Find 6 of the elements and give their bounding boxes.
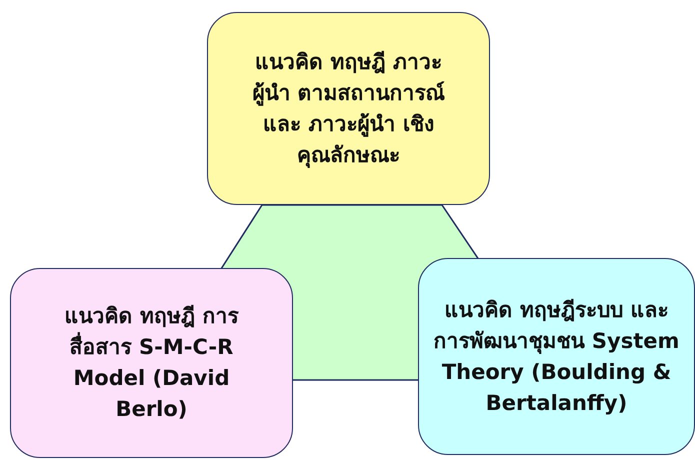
- box-text: แนวคิด ทฤษฎี ภาวะผู้นำ ตามสถานการณ์ และ ภาวะผู้นำ เชิงคุณลักษณะ: [251, 48, 446, 170]
- rounded-box: [418, 258, 695, 455]
- box-text: แนวคิด ทฤษฎี การสื่อสาร S-M-C-R Model (David Berlo): [64, 303, 240, 423]
- rounded-box: [207, 12, 490, 205]
- rounded-box: [10, 268, 293, 458]
- box-text: แนวคิด ทฤษฎีระบบ และการพัฒนาชุมชน System Theory (Boulding & Bertalanffy): [432, 296, 680, 416]
